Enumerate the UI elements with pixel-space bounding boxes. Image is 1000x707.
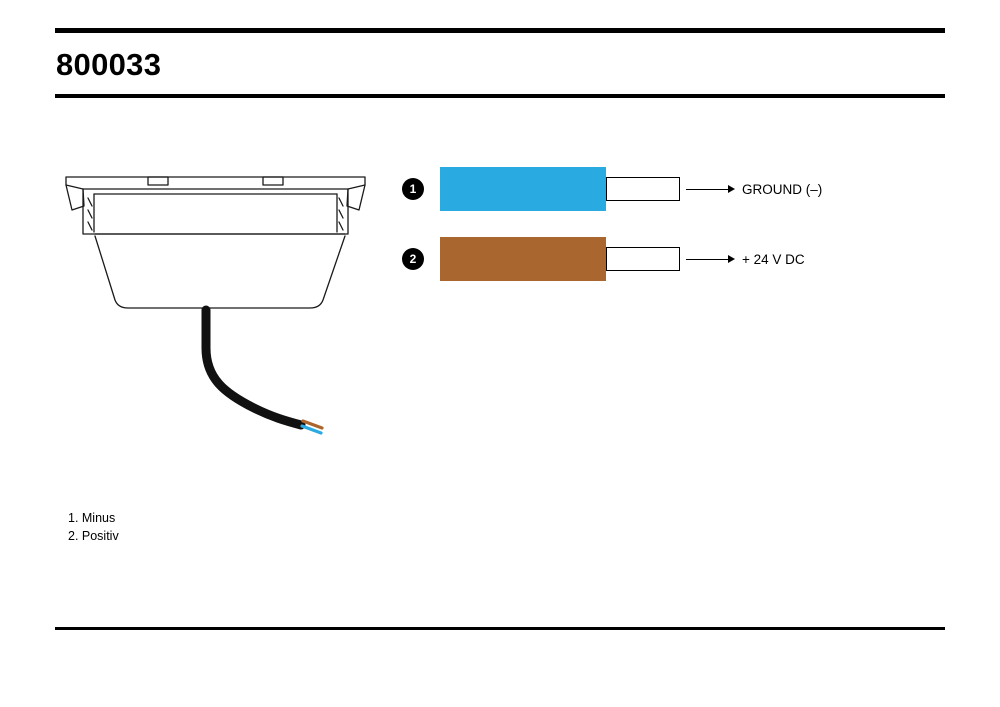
legend-item-minus: 1. Minus xyxy=(68,511,116,525)
wire-row-ground: 1 GROUND (–) xyxy=(402,167,822,211)
device-illustration xyxy=(65,176,366,435)
wire-swatch-blue xyxy=(440,167,606,211)
callout-badge-1: 1 xyxy=(402,178,424,200)
wire-connector xyxy=(606,177,680,201)
top-rule xyxy=(55,28,945,33)
wire-label-positive: + 24 V DC xyxy=(742,251,805,267)
wire-connector xyxy=(606,247,680,271)
arrow-right-icon xyxy=(686,254,735,263)
wire-label-ground: GROUND (–) xyxy=(742,181,823,197)
title-rule xyxy=(55,94,945,98)
page-title: 800033 xyxy=(56,47,162,82)
wire-row-positive: 2 + 24 V DC xyxy=(402,237,805,281)
legend: 1. Minus 2. Positiv xyxy=(68,509,119,545)
arrow-right-icon xyxy=(686,184,735,193)
legend-item-positiv: 2. Positiv xyxy=(68,529,119,543)
bottom-rule xyxy=(55,627,945,630)
wire-swatch-brown xyxy=(440,237,606,281)
callout-badge-2: 2 xyxy=(402,248,424,270)
